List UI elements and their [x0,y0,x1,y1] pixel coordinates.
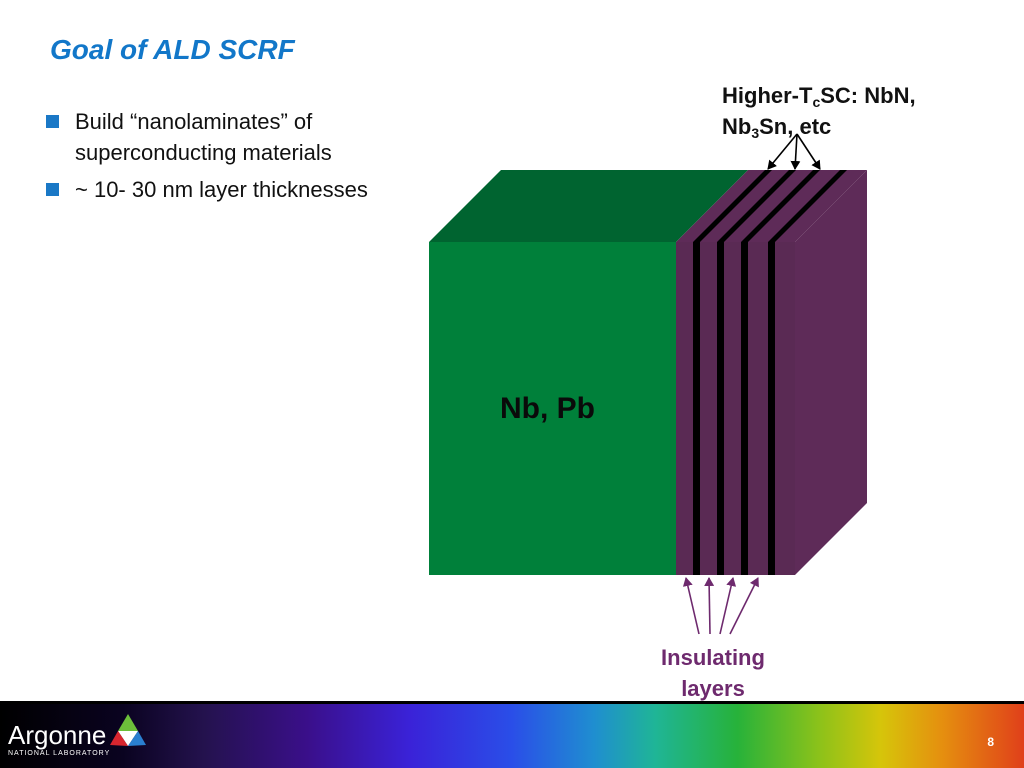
logo-wordmark: Argonne [8,720,107,750]
insulator-arrows [682,577,759,635]
argonne-triangle-icon [110,714,147,746]
bullet-item: Build “nanolaminates” of superconducting… [44,106,404,168]
square-bullet-icon [46,183,59,196]
substrate-top-face [429,170,748,242]
bullet-item: ~ 10- 30 nm layer thicknesses [44,174,404,205]
laminate-top-face [676,170,867,242]
substrate-front-face [429,242,676,575]
callout-line-2: layers [681,676,745,701]
page-number: 8 [987,735,994,749]
square-bullet-icon [46,115,59,128]
bullet-list: Build “nanolaminates” of superconducting… [44,106,404,211]
callout-line-1: Higher-TcSC: NbN, [722,83,916,110]
arrow-line [719,577,737,635]
superconductor-callout: Higher-TcSC: NbN, Nb3Sn, etc [722,80,916,142]
arrow-line [767,133,798,170]
sc-layer-arrows [767,133,821,170]
laminate-side-face [795,170,867,575]
arrow-line [704,577,715,635]
arrow-line [790,133,801,170]
footer-bar: Argonne NATIONAL LABORATORY 8 [0,701,1024,768]
insulating-layers-callout: Insulating layers [633,642,793,704]
callout-line-2: Nb3Sn, etc [722,114,832,141]
callout-line-1: Insulating [661,645,765,670]
bullet-text: Build “nanolaminates” of superconducting… [75,109,332,165]
arrow-line [682,577,700,635]
substrate-label: Nb, Pb [500,392,595,425]
bullet-text: ~ 10- 30 nm layer thicknesses [75,177,368,202]
slide-title: Goal of ALD SCRF [50,34,295,65]
logo-subtitle: NATIONAL LABORATORY [8,750,111,757]
arrow-line [729,577,759,635]
argonne-logo: Argonne NATIONAL LABORATORY [8,714,148,757]
arrow-line [796,133,821,170]
